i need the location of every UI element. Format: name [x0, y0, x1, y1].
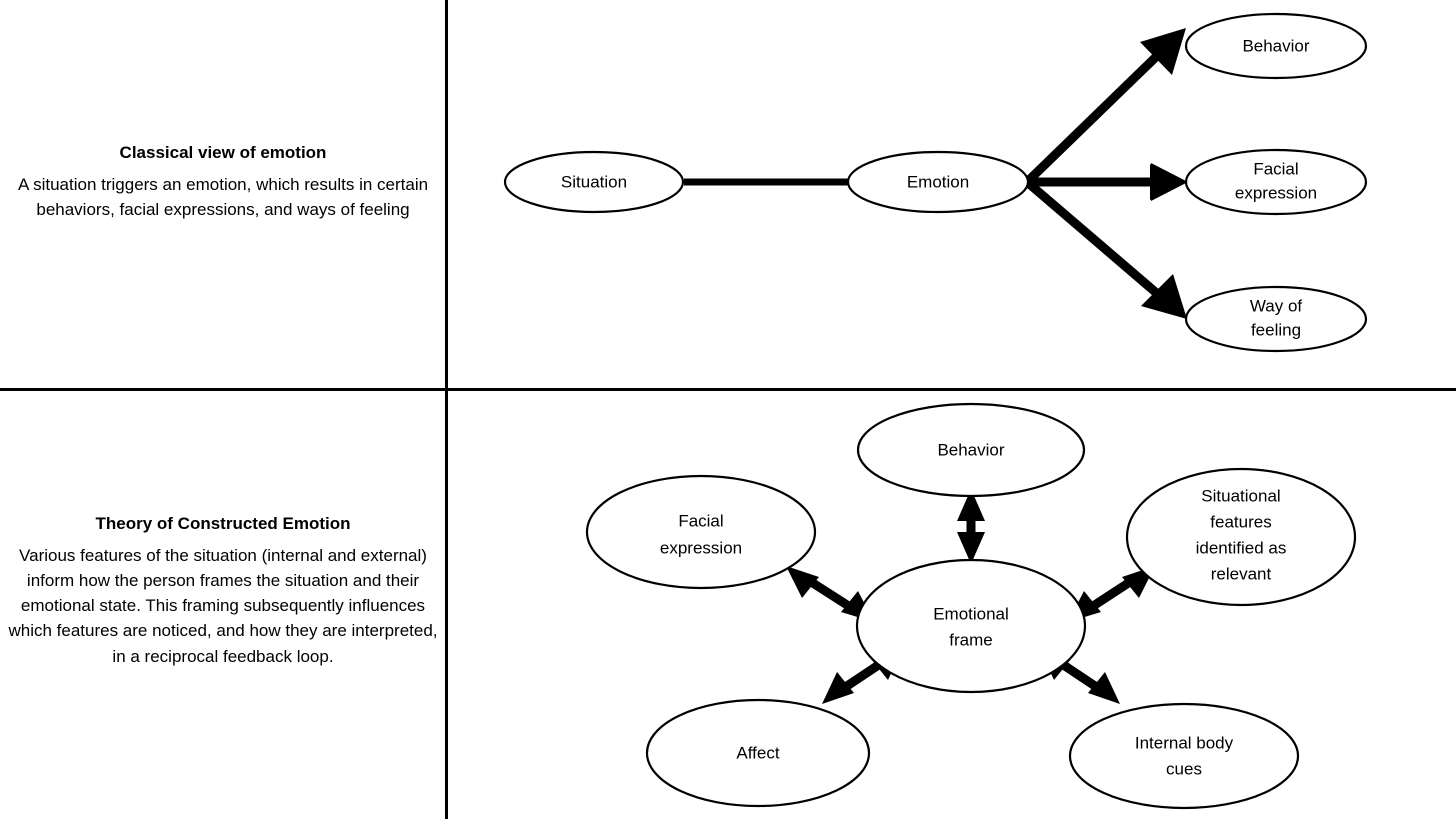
- edge-frame-facial-expression: [786, 566, 874, 622]
- edge-emotion-to-way-of-feeling: [1024, 178, 1187, 319]
- node-situation-label: Situation: [561, 172, 627, 191]
- node-facial-expression-classical-label-line2: expression: [1235, 183, 1317, 202]
- constructed-panel-description: Various features of the situation (inter…: [8, 545, 438, 666]
- node-situational-features-label-line2: features: [1210, 512, 1271, 531]
- node-facial-expression-classical[interactable]: Facial expression: [1184, 148, 1368, 216]
- constructed-panel-title: Theory of Constructed Emotion: [95, 514, 351, 533]
- node-facial-expression-constructed[interactable]: Facial expression: [585, 474, 817, 590]
- edge-frame-situational-features: [1068, 566, 1155, 622]
- edge-emotion-to-behavior: [1023, 28, 1186, 186]
- classical-panel-description: A situation triggers an emotion, which r…: [17, 174, 429, 220]
- edge-frame-internal-body-cues: [1039, 648, 1120, 704]
- node-way-of-feeling[interactable]: Way of feeling: [1184, 285, 1368, 353]
- edge-situation-to-emotion: [684, 164, 1185, 200]
- node-internal-body-cues[interactable]: Internal body cues: [1068, 702, 1300, 810]
- node-internal-body-cues-label-line1: Internal body: [1135, 733, 1234, 752]
- edge-frame-behavior: [957, 489, 985, 564]
- node-facial-expression-classical-label-line1: Facial: [1253, 159, 1298, 178]
- node-situational-features-label-line3: identified as: [1196, 538, 1287, 557]
- node-emotional-frame-label-line1: Emotional: [933, 604, 1009, 623]
- node-emotion-label: Emotion: [907, 172, 969, 191]
- constructed-description-block: Theory of Constructed Emotion Various fe…: [0, 513, 446, 669]
- node-emotional-frame-label-line2: frame: [949, 630, 992, 649]
- classical-diagram: Situation Emotion Behavior Facial expres…: [503, 12, 1368, 353]
- node-way-of-feeling-label-line1: Way of: [1250, 296, 1303, 315]
- node-behavior-classical-label: Behavior: [1242, 36, 1309, 55]
- node-behavior-constructed-label: Behavior: [937, 440, 1004, 459]
- node-facial-expression-constructed-label-line2: expression: [660, 538, 742, 557]
- edge-emotion-to-facial-expression: [1027, 163, 1188, 201]
- node-behavior-constructed[interactable]: Behavior: [856, 402, 1086, 498]
- node-situational-features[interactable]: Situational features identified as relev…: [1125, 467, 1357, 607]
- panel-vertical-divider-top: [445, 0, 448, 389]
- node-behavior-classical[interactable]: Behavior: [1184, 12, 1368, 80]
- node-emotion[interactable]: Emotion: [846, 150, 1030, 214]
- node-affect[interactable]: Affect: [645, 698, 871, 808]
- edge-frame-affect: [822, 648, 903, 704]
- node-way-of-feeling-label-line2: feeling: [1251, 320, 1301, 339]
- node-emotional-frame[interactable]: Emotional frame: [855, 558, 1087, 694]
- panel-vertical-divider-bottom: [445, 390, 448, 819]
- node-situational-features-label-line1: Situational: [1201, 486, 1280, 505]
- node-situational-features-label-line4: relevant: [1211, 564, 1272, 583]
- constructed-diagram: Behavior Facial expression Situational f…: [585, 402, 1357, 810]
- node-internal-body-cues-label-line2: cues: [1166, 759, 1202, 778]
- panel-horizontal-divider: [0, 388, 1456, 391]
- node-situation[interactable]: Situation: [503, 150, 685, 214]
- node-facial-expression-constructed-label-line1: Facial: [678, 511, 723, 530]
- node-affect-label: Affect: [736, 743, 779, 762]
- classical-description-block: Classical view of emotion A situation tr…: [0, 142, 446, 222]
- classical-panel-title: Classical view of emotion: [119, 143, 327, 162]
